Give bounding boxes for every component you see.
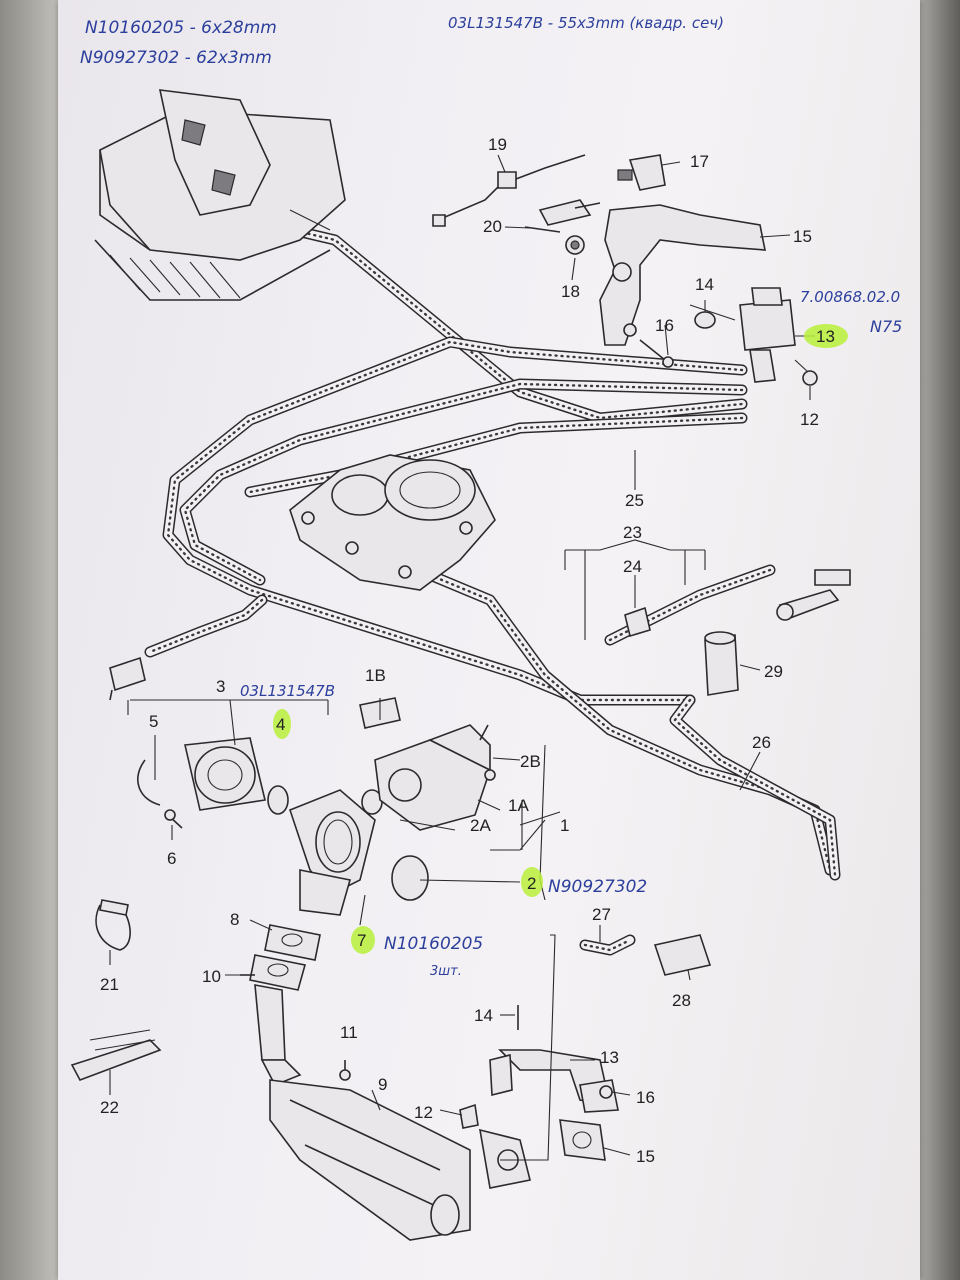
egr-pipe-flange xyxy=(289,789,429,916)
callout-23: 18 xyxy=(561,282,580,301)
callout-13-lower: 13 xyxy=(600,1048,619,1067)
egr-valve xyxy=(136,737,289,829)
callout-2b: 2B xyxy=(520,752,541,771)
leader-lines xyxy=(109,154,815,1161)
callout-8: 8 xyxy=(230,910,239,929)
callout-11: 11 xyxy=(340,1023,358,1042)
callout-18: 13 xyxy=(816,327,835,346)
callout-7: 7 xyxy=(357,931,366,950)
clamp-parts xyxy=(70,697,712,1081)
handwritten-notes: N10160205 - 6x28mm N90927302 - 62x3mm 03… xyxy=(80,14,902,979)
solenoid-valve-n75 xyxy=(689,287,818,386)
callout-12-lower: 12 xyxy=(414,1103,433,1122)
callout-4: 4 xyxy=(276,715,285,734)
callout-21: 16 xyxy=(655,316,674,335)
callout-19: 14 xyxy=(695,275,714,294)
callout-30: 25 xyxy=(625,491,644,510)
note-seal-spec: 03L131547B - 55x3mm (квадр. сеч) xyxy=(448,14,724,32)
callout-33: 28 xyxy=(672,991,691,1010)
note-egr-part-number: 03L131547B xyxy=(240,682,335,700)
callout-numbers-lower: 14 13 12 16 15 xyxy=(414,1006,655,1166)
callout-31: 26 xyxy=(752,733,771,752)
note-valve-part-number: 7.00868.02.0 xyxy=(800,288,900,306)
callout-1a: 1A xyxy=(508,796,529,815)
callout-24: 19 xyxy=(488,135,507,154)
vacuum-hose-2-hose-dot xyxy=(166,340,744,702)
callout-1b: 1B xyxy=(365,666,386,685)
vacuum-hose-5-hose-dot xyxy=(148,598,264,654)
callout-numbers: 19 17 15 20 18 14 16 13 12 25 23 24 29 2… xyxy=(100,135,835,1117)
note-bolt-spec: N10160205 - 6x28mm xyxy=(85,18,277,38)
hose-end-fitting xyxy=(109,656,146,701)
note-bolt-quantity: 3шт. xyxy=(430,964,462,979)
vacuum-hose-3-hose-dot xyxy=(183,382,744,582)
note-gasket-part-number: N90927302 xyxy=(548,877,647,897)
callout-25: 20 xyxy=(483,217,502,236)
vacuum-hose-8-hose-dot xyxy=(608,568,772,642)
bracket-assembly xyxy=(432,154,766,368)
highlighter-marks xyxy=(273,324,848,954)
callout-1: 1 xyxy=(560,816,569,835)
vacuum-hose-4-hose-in xyxy=(246,414,746,496)
note-gasket-spec: N90927302 - 62x3mm xyxy=(80,48,272,68)
callout-17: 12 xyxy=(800,410,819,429)
callout-2a: 2A xyxy=(470,816,491,835)
vacuum-hose-7-hose-dot xyxy=(673,698,837,877)
callout-29: 24 xyxy=(623,557,642,576)
callout-26: 21 xyxy=(100,975,119,994)
callout-6: 6 xyxy=(167,849,176,868)
note-bolt-part-number: N10160205 xyxy=(384,934,483,954)
callout-10: 10 xyxy=(202,967,221,986)
callout-16-lower: 16 xyxy=(636,1088,655,1107)
callout-27: 22 xyxy=(100,1098,119,1117)
pressure-converter xyxy=(624,569,851,696)
vacuum-hose-9-hose-dot xyxy=(583,938,632,952)
callout-22: 17 xyxy=(690,152,709,171)
callout-28: 23 xyxy=(623,523,642,542)
callout-14-lower: 14 xyxy=(474,1006,493,1025)
air-filter-housing xyxy=(94,89,346,301)
callout-34: 29 xyxy=(764,662,783,681)
callout-15-lower: 15 xyxy=(636,1147,655,1166)
egr-cooler-pipework xyxy=(240,924,619,1241)
note-valve-code: N75 xyxy=(870,317,902,336)
callout-9: 9 xyxy=(378,1075,387,1094)
egr-actuator xyxy=(374,724,496,831)
engine-cover xyxy=(289,454,496,591)
callout-2: 2 xyxy=(527,874,536,893)
desk-surface-right xyxy=(920,0,960,1280)
callout-32: 27 xyxy=(592,905,611,924)
hose-rendering xyxy=(144,214,841,956)
callout-5: 5 xyxy=(149,712,158,731)
callout-3: 3 xyxy=(216,677,225,696)
callout-20: 15 xyxy=(793,227,812,246)
